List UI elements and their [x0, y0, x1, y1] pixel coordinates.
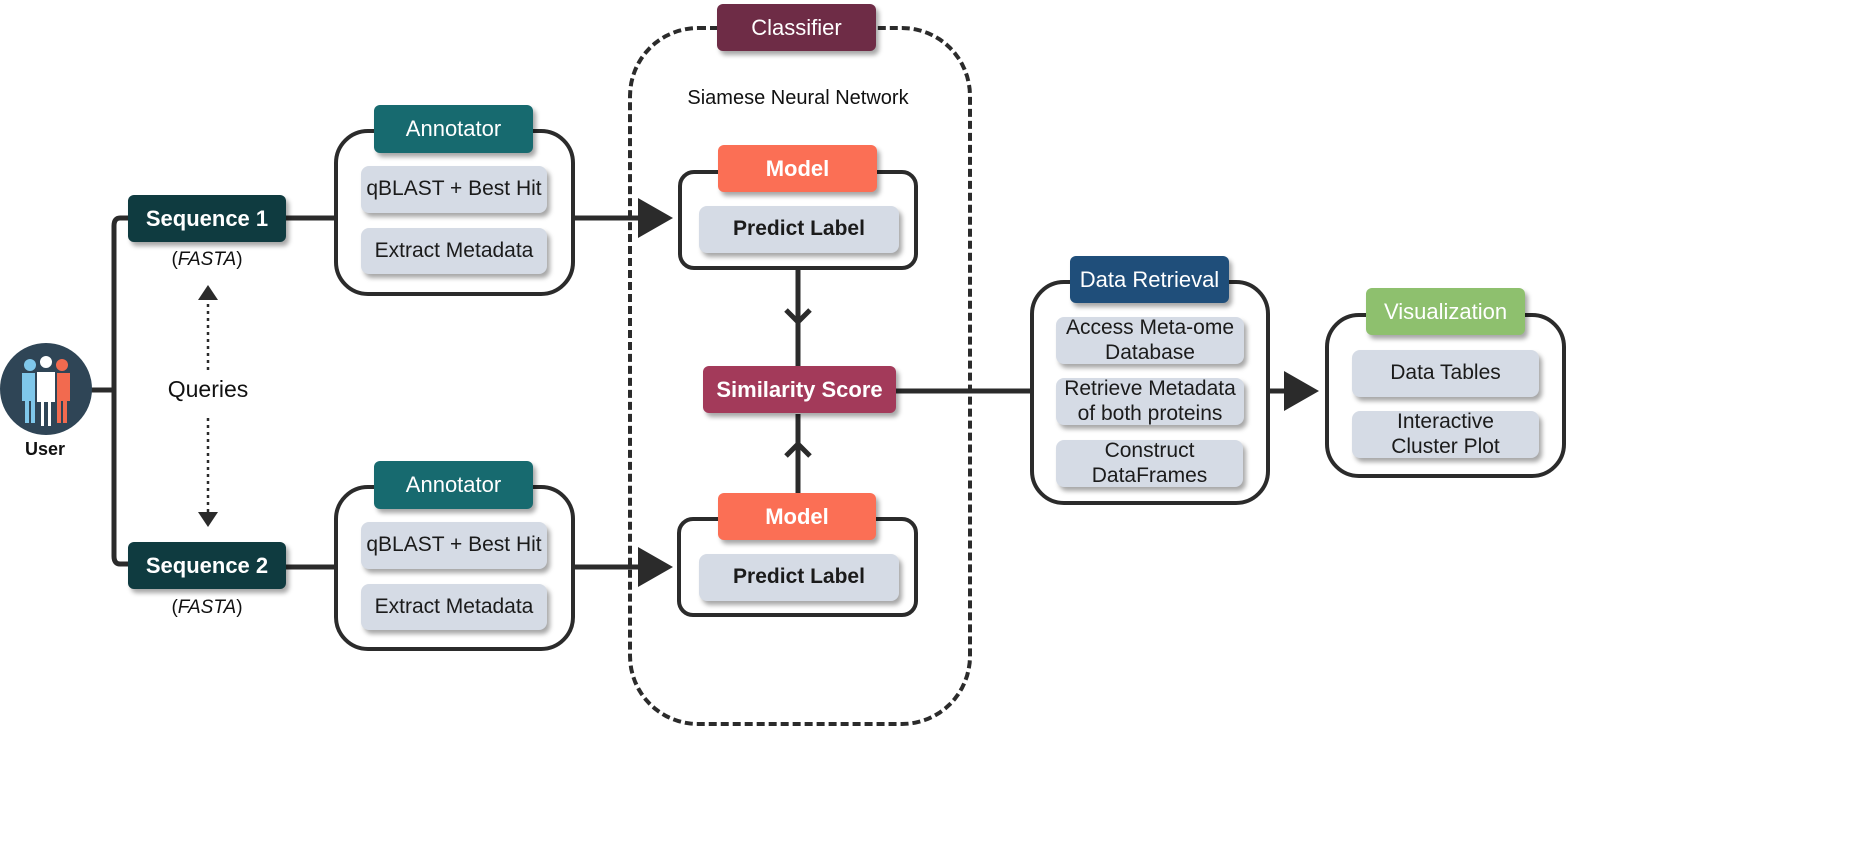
visualization-title: Visualization [1366, 288, 1525, 335]
sequence-2-node: Sequence 2 [128, 542, 286, 589]
classifier-title: Classifier [717, 4, 876, 51]
annotator-1-metadata-item: Extract Metadata [361, 228, 547, 274]
annotator-1-title: Annotator [374, 105, 533, 153]
queries-label: Queries [167, 376, 249, 402]
sequence-1-format: (FASTA) [171, 249, 243, 270]
model1-chevron [784, 308, 812, 326]
retrieval-title: Data Retrieval [1070, 256, 1229, 303]
annotator-1-blast-item: qBLAST + Best Hit [361, 166, 547, 213]
annotator-2-metadata-item: Extract Metadata [361, 584, 547, 630]
similarity-score-node: Similarity Score [703, 366, 896, 413]
users-group-icon [0, 343, 92, 435]
user-bracket-line [111, 215, 128, 567]
visualization-tables-item: Data Tables [1352, 350, 1539, 397]
model-1-title: Model [718, 145, 877, 192]
model2-chevron [784, 440, 812, 458]
user-label: User [24, 439, 66, 459]
model-2-title: Model [718, 493, 876, 540]
annotator-2-title: Annotator [374, 461, 533, 509]
model-2-predict-item: Predict Label [699, 554, 899, 601]
annotator-2-blast-item: qBLAST + Best Hit [361, 522, 547, 569]
sequence-1-node: Sequence 1 [128, 195, 286, 242]
model-1-predict-item: Predict Label [699, 206, 899, 253]
siamese-network-label: Siamese Neural Network [687, 87, 909, 109]
sequence-2-format: (FASTA) [171, 597, 243, 618]
